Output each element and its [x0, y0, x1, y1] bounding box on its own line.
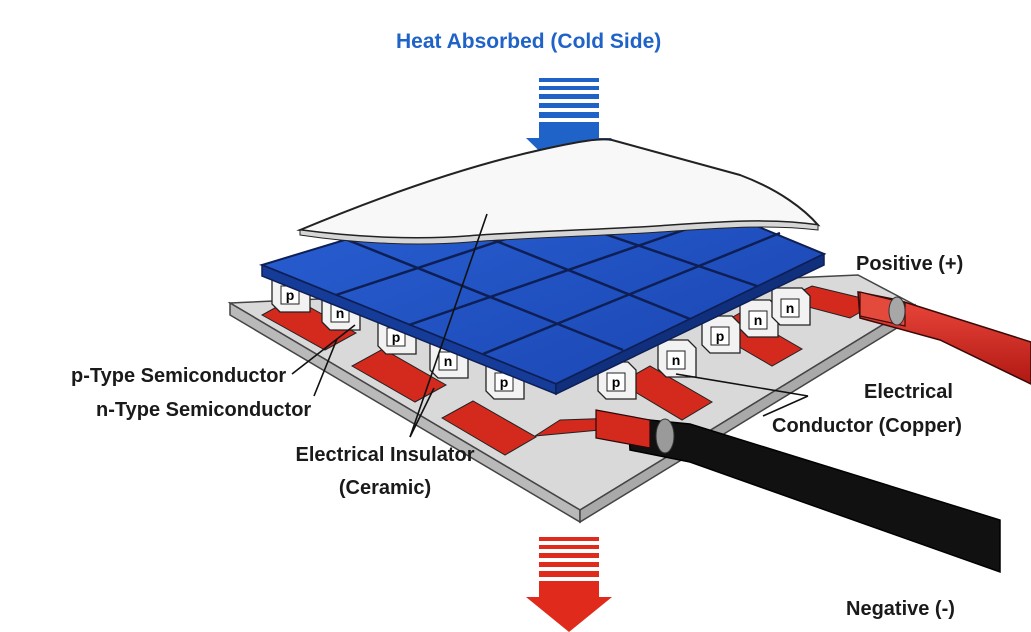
pellet: p [597, 361, 637, 400]
negative-wire [595, 409, 1001, 574]
pellet: n [771, 287, 811, 326]
semiconductor-pellets: p n p n p p n [271, 274, 811, 400]
bottom-copper-conductors [260, 285, 880, 456]
pellet-label: p [286, 287, 295, 303]
top-ceramic-sheet [296, 138, 821, 245]
pellet-label: p [716, 328, 725, 344]
pellet-label: n [336, 305, 345, 321]
pellet-label: p [500, 374, 509, 390]
positive-label: Positive (+) [856, 253, 964, 275]
pellet-label: n [754, 312, 763, 328]
diagram-title: Heat Absorbed (Cold Side) [396, 30, 662, 53]
conductor-label-line1: Electrical [864, 381, 953, 403]
p-type-semiconductor-label: p-Type Semiconductor [71, 365, 287, 387]
pellet-label: n [444, 353, 453, 369]
positive-wire [857, 291, 1031, 385]
insulator-label-line1: Electrical Insulator [295, 444, 475, 466]
pellet-label: p [612, 374, 621, 390]
insulator-label-line2: (Ceramic) [338, 477, 432, 499]
pellet: p [701, 315, 741, 354]
hot-side-arrow [526, 537, 612, 632]
pellet: n [739, 299, 779, 338]
pellet-label: p [392, 329, 401, 345]
pellet-label: n [672, 352, 681, 368]
n-type-semiconductor-label: n-Type Semiconductor [96, 399, 312, 421]
pellet-label: n [786, 300, 795, 316]
negative-label: Negative (-) [846, 598, 955, 620]
leader-lines [291, 213, 809, 438]
conductor-label-line2: Conductor (Copper) [772, 415, 962, 437]
pellet: n [657, 339, 697, 378]
